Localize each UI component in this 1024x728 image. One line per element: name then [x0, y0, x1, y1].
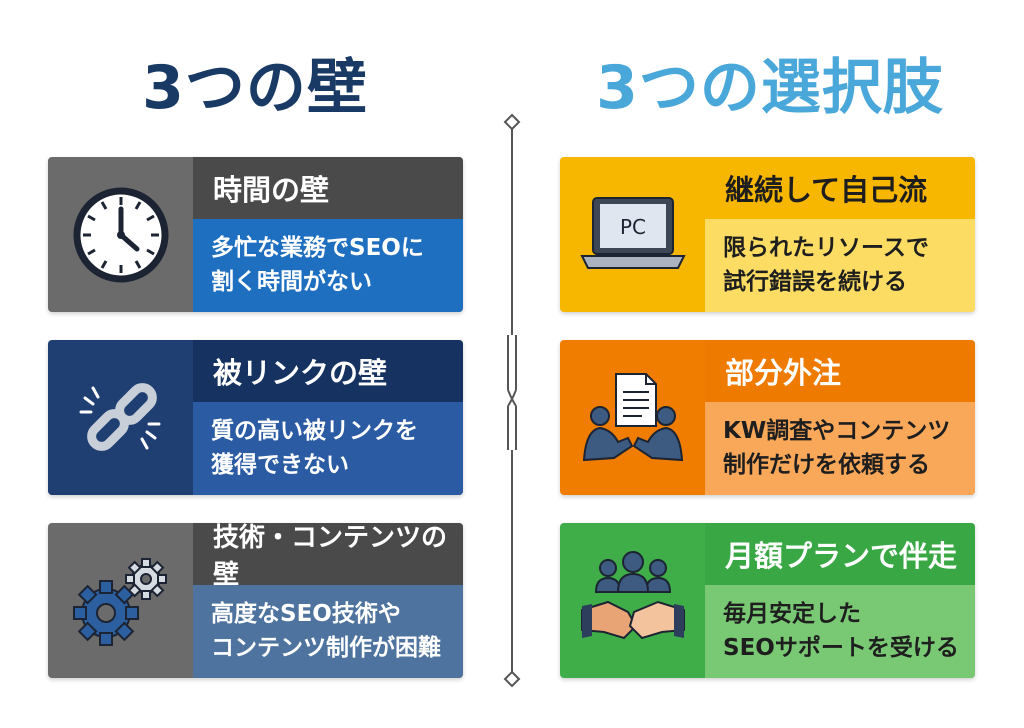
wall-description-line: コンテンツ制作が困難 — [211, 635, 441, 661]
option-description-line: 制作だけを依頼する — [723, 452, 930, 478]
team-handshake-icon — [560, 523, 705, 678]
wall-description-line: 質の高い被リンクを — [211, 418, 418, 444]
option-card-partial-outsourcing: 部分外注 KW調査やコンテンツ 制作だけを依頼する — [560, 340, 975, 495]
option-title: 継続して自己流 — [705, 157, 975, 219]
wall-description: 質の高い被リンクを 獲得できない — [193, 402, 463, 495]
wall-title: 時間の壁 — [193, 157, 463, 219]
option-description-line: 試行錯誤を続ける — [723, 269, 907, 295]
option-card-monthly-plan: 月額プランで伴走 毎月安定した SEOサポートを受ける — [560, 523, 975, 678]
broken-chain-icon — [48, 340, 193, 495]
wall-title: 被リンクの壁 — [193, 340, 463, 402]
clock-icon — [48, 157, 193, 312]
outsourcing-document-icon — [560, 340, 705, 495]
option-description-line: 限られたリソースで — [723, 235, 929, 261]
option-description: 毎月安定した SEOサポートを受ける — [705, 585, 975, 678]
wall-description-line: 高度なSEO技術や — [211, 601, 401, 627]
laptop-screen-label: PC — [619, 215, 645, 239]
wall-description-line: 獲得できない — [211, 452, 349, 478]
option-description: 限られたリソースで 試行錯誤を続ける — [705, 219, 975, 312]
option-card-self-directed: PC 継続して自己流 限られたリソースで 試行錯誤を続ける — [560, 157, 975, 312]
center-divider — [503, 113, 521, 688]
wall-description: 多忙な業務でSEOに 割く時間がない — [193, 219, 463, 312]
wall-title: 技術・コンテンツの壁 — [193, 523, 463, 590]
wall-description: 高度なSEO技術や コンテンツ制作が困難 — [193, 585, 463, 678]
option-title: 月額プランで伴走 — [705, 523, 975, 585]
right-heading: 3つの選択肢 — [596, 53, 944, 123]
left-heading: 3つの壁 — [142, 53, 368, 123]
option-description-line: KW調査やコンテンツ — [723, 418, 951, 444]
option-title: 部分外注 — [705, 340, 975, 402]
wall-description-line: 多忙な業務でSEOに — [211, 235, 424, 261]
wall-card-tech-content: 技術・コンテンツの壁 高度なSEO技術や コンテンツ制作が困難 — [48, 523, 463, 678]
option-description-line: SEOサポートを受ける — [723, 635, 959, 661]
wall-description-line: 割く時間がない — [211, 269, 372, 295]
option-description: KW調査やコンテンツ 制作だけを依頼する — [705, 402, 975, 495]
laptop-icon: PC — [560, 157, 705, 312]
gears-icon — [48, 523, 193, 678]
wall-card-time: 時間の壁 多忙な業務でSEOに 割く時間がない — [48, 157, 463, 312]
option-description-line: 毎月安定した — [723, 601, 861, 627]
wall-card-backlink: 被リンクの壁 質の高い被リンクを 獲得できない — [48, 340, 463, 495]
